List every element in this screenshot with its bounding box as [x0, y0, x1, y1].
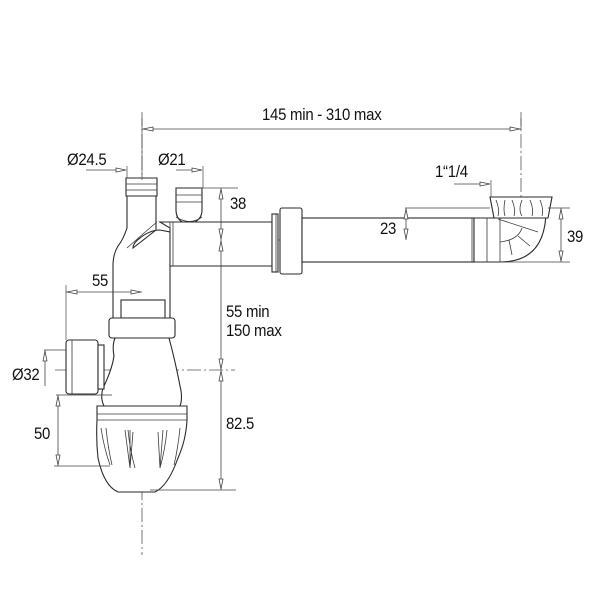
trap-outlet [56, 339, 112, 396]
dim-right-inlet [176, 166, 204, 188]
label-elbow-height: 39 [567, 227, 584, 246]
elbow-fitting [473, 196, 553, 263]
coupling-nut [271, 207, 303, 275]
extension-tube [301, 217, 475, 263]
label-inlet-height: 38 [230, 194, 247, 213]
inlet-body [158, 216, 273, 267]
label-overall-length: 145 min - 310 max [262, 105, 382, 124]
label-trap-height: 82.5 [226, 414, 255, 433]
dim-elbow-offset [403, 207, 490, 240]
dim-outlet-height [54, 395, 110, 467]
label-vertical-min: 55 min [226, 302, 270, 321]
dim-inlet-height [202, 187, 238, 240]
label-elbow-offset: 23 [380, 219, 397, 238]
label-elbow-thread: 1“1/4 [435, 162, 468, 181]
label-outlet-diameter: Ø32 [12, 365, 40, 384]
dim-overall-length [141, 118, 522, 180]
right-inlet-spigot [175, 187, 203, 223]
label-right-inlet-diameter: Ø21 [158, 150, 186, 169]
dim-left-inlet [86, 166, 128, 178]
dim-elbow-thread [454, 180, 492, 197]
dim-horizontal-offset [65, 285, 142, 340]
label-outlet-height: 50 [34, 424, 51, 443]
dim-vertical-range [150, 240, 236, 491]
left-inlet-spigot [112, 177, 171, 319]
dim-elbow-height [500, 207, 570, 263]
trap-body [96, 299, 188, 493]
label-horizontal-offset: 55 [92, 271, 109, 290]
dim-outlet-diameter [42, 349, 66, 386]
label-left-inlet-diameter: Ø24.5 [67, 150, 107, 169]
label-vertical-max: 150 max [226, 321, 282, 340]
